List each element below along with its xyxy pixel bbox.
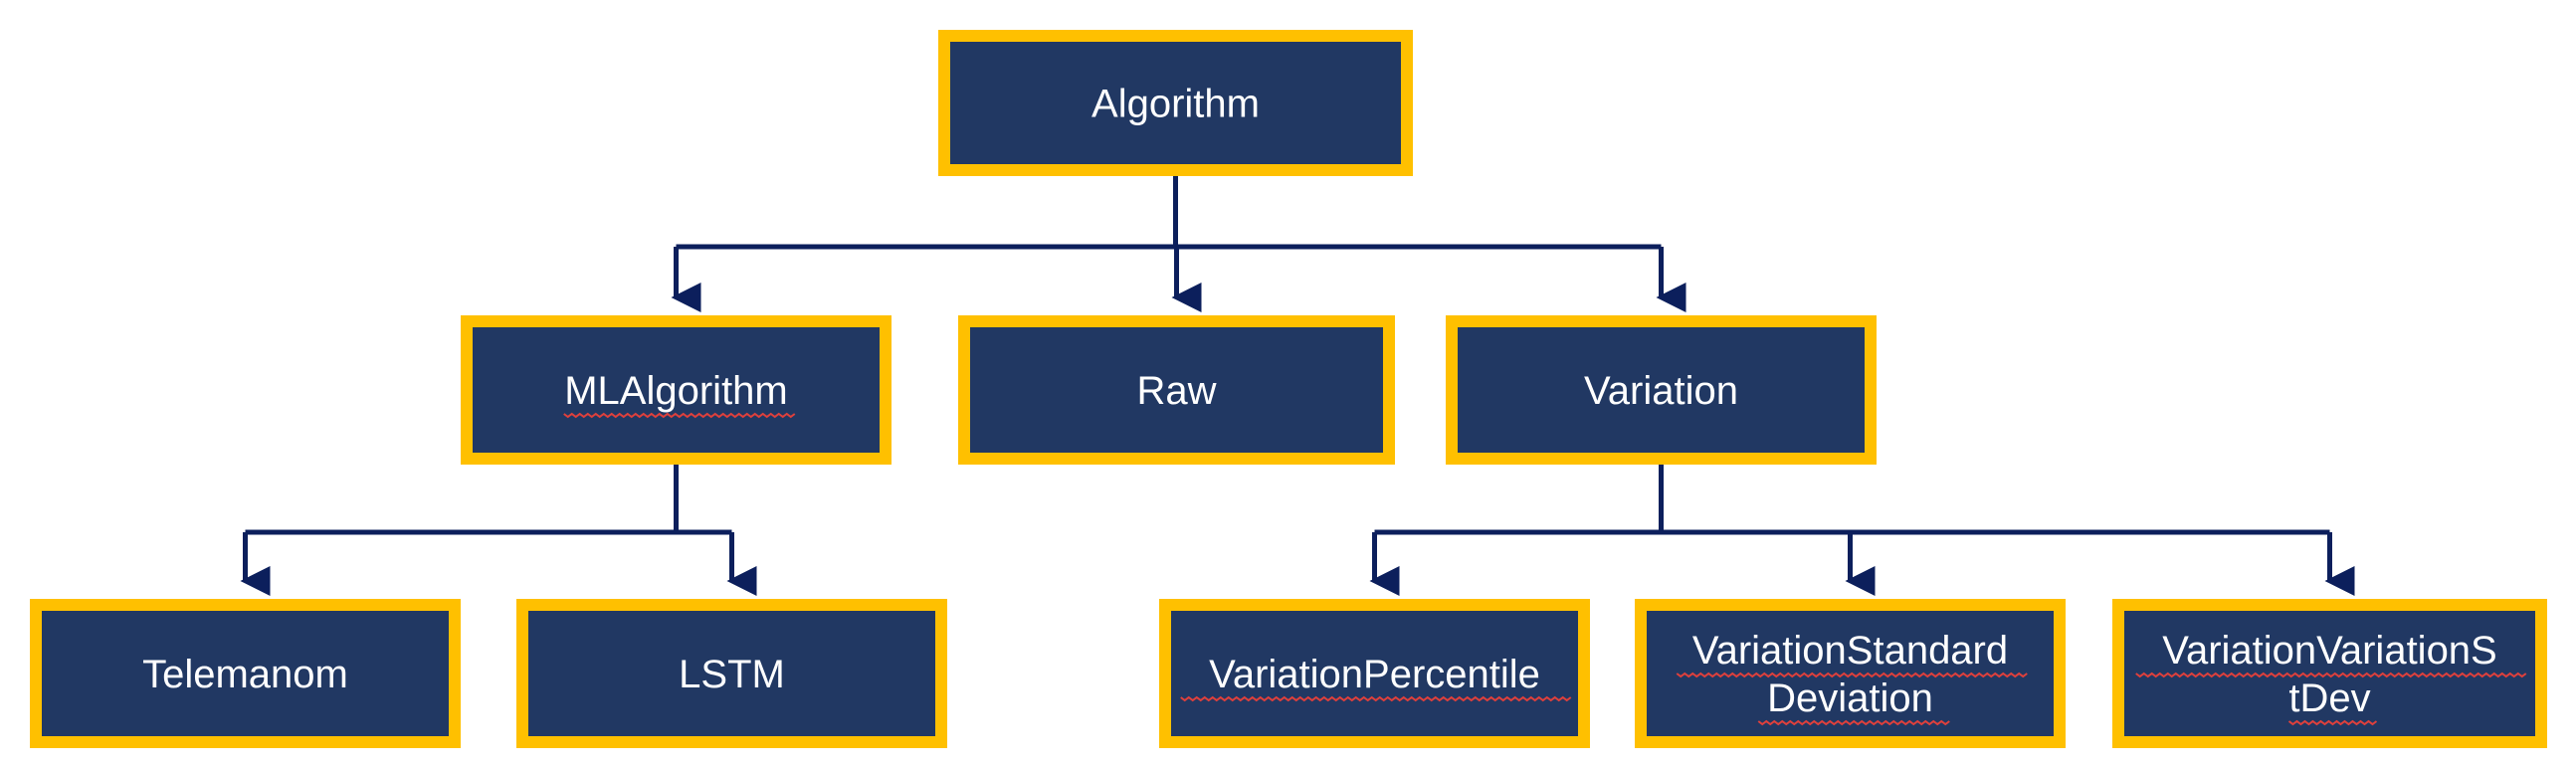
- node-label-variation-standard-deviation-line-2: Deviation: [1767, 676, 1933, 720]
- connectors: [240, 176, 2355, 596]
- node-box-algorithm: [938, 30, 1413, 176]
- node-label-variation-variation-stdev-line-2: tDev: [2288, 676, 2370, 720]
- node-label-lstm: LSTM: [679, 653, 785, 696]
- connector-ml-algorithm: [240, 465, 757, 596]
- node-label-algorithm: Algorithm: [1091, 83, 1260, 126]
- spellcheck-underline: [1180, 695, 1572, 702]
- node-variation-percentile: VariationPercentile: [1159, 599, 1590, 748]
- node-ml-algorithm: MLAlgorithm: [461, 315, 892, 465]
- connector-algorithm: [671, 176, 1686, 312]
- node-label-telemanom: Telemanom: [142, 653, 348, 696]
- node-label-variation-variation-stdev-line-1: VariationVariationS: [2162, 629, 2496, 673]
- node-label-variation-percentile: VariationPercentile: [1209, 653, 1540, 696]
- node-label-variation: Variation: [1584, 369, 1738, 413]
- node-box-telemanom: [30, 599, 461, 748]
- node-box-variation-standard-deviation: [1635, 599, 2066, 748]
- node-label-variation-standard-deviation-line-1: VariationStandard: [1692, 629, 2008, 673]
- node-telemanom: Telemanom: [30, 599, 461, 748]
- spellcheck-underline: [563, 412, 796, 419]
- node-box-lstm: [516, 599, 947, 748]
- spellcheck-underline: [1757, 719, 1950, 726]
- connector-variation: [1369, 465, 2355, 596]
- node-raw: Raw: [958, 315, 1395, 465]
- node-box-variation-percentile: [1159, 599, 1590, 748]
- spellcheck-underline: [2135, 672, 2527, 678]
- node-box-ml-algorithm: [461, 315, 892, 465]
- node-box-variation-variation-stdev: [2112, 599, 2547, 748]
- node-variation: Variation: [1446, 315, 1877, 465]
- spellcheck-underline: [1676, 672, 2028, 678]
- node-label-ml-algorithm: MLAlgorithm: [564, 369, 788, 413]
- node-label-raw: Raw: [1136, 369, 1216, 413]
- spellcheck-underline: [2287, 719, 2378, 726]
- node-lstm: LSTM: [516, 599, 947, 748]
- node-box-variation: [1446, 315, 1877, 465]
- node-box-raw: [958, 315, 1395, 465]
- node-algorithm: Algorithm: [938, 30, 1413, 176]
